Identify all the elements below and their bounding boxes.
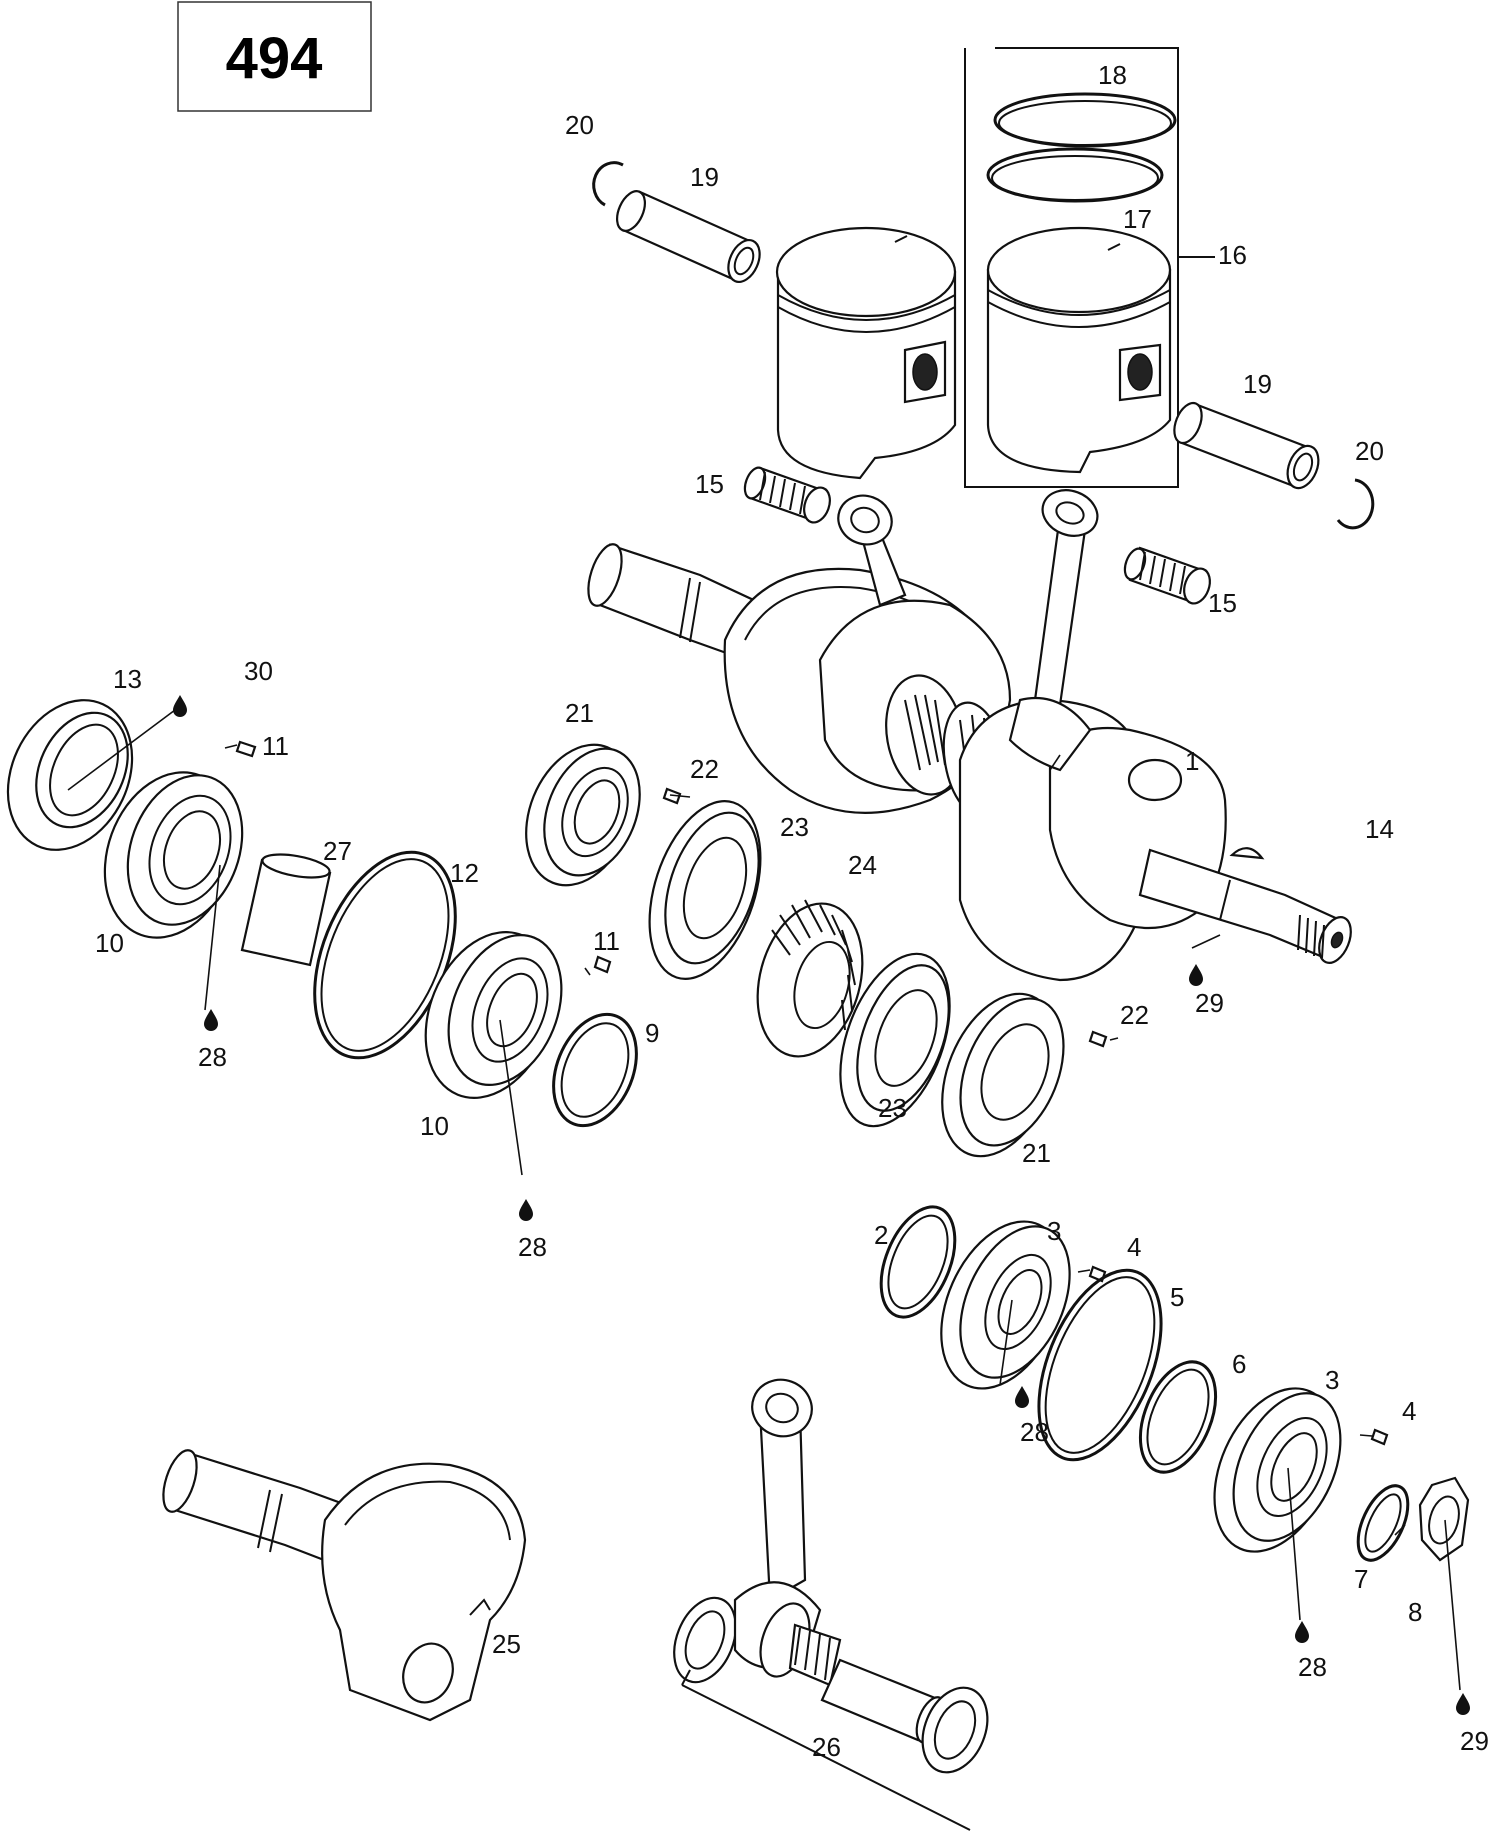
connecting-rod-right xyxy=(1008,489,1099,772)
callout-28: 28 xyxy=(1020,1417,1049,1447)
callout-4: 4 xyxy=(1127,1232,1141,1262)
callout-6: 6 xyxy=(1232,1349,1246,1379)
ball-bearing-center xyxy=(424,931,563,1099)
callout-12: 12 xyxy=(450,858,479,888)
callout-23: 23 xyxy=(780,812,809,842)
o-ring-5 xyxy=(1037,1268,1163,1462)
nut-8 xyxy=(1418,1476,1470,1562)
helical-gear xyxy=(756,899,864,1058)
piston-kit-bracket xyxy=(964,47,1215,488)
diagram-number: 494 xyxy=(226,26,323,91)
lock-washer-7 xyxy=(1356,1484,1410,1562)
callout-10: 10 xyxy=(420,1111,449,1141)
piston-pin-right xyxy=(1173,401,1320,490)
callout-11: 11 xyxy=(593,926,620,956)
dowel-pin-lower xyxy=(593,955,612,974)
callout-29: 29 xyxy=(1195,988,1224,1018)
callout-16: 16 xyxy=(1218,240,1247,270)
callout-22: 22 xyxy=(1120,1000,1149,1030)
ball-bearing-3-lower xyxy=(1213,1387,1342,1553)
callout-21: 21 xyxy=(1022,1138,1051,1168)
dowel-pin-upper xyxy=(235,740,257,758)
oil-seal-23-lower xyxy=(839,952,951,1128)
woodruff-key xyxy=(1229,847,1265,860)
crankshaft-assembly xyxy=(587,543,1352,982)
circlip-right xyxy=(1336,478,1375,530)
piston-pin-left xyxy=(616,190,761,283)
callout-15: 15 xyxy=(695,469,724,499)
needle-bearing-right xyxy=(1123,546,1211,605)
callout-17: 17 xyxy=(1123,204,1152,234)
callout-8: 8 xyxy=(1408,1597,1422,1627)
dowel-pin-4-lower xyxy=(1370,1428,1389,1446)
callout-26: 26 xyxy=(812,1732,841,1762)
piston-ring-second xyxy=(986,147,1164,203)
callout-24: 24 xyxy=(848,850,877,880)
callout-30: 30 xyxy=(244,656,273,686)
callout-19: 19 xyxy=(1243,369,1272,399)
callout-20: 20 xyxy=(1355,436,1384,466)
ball-bearing-21-upper xyxy=(525,743,641,887)
ball-bearing-left xyxy=(103,771,244,939)
callout-7: 7 xyxy=(1354,1564,1368,1594)
callout-3: 3 xyxy=(1047,1216,1061,1246)
piston-right xyxy=(986,226,1172,474)
circlip-left xyxy=(592,161,624,207)
needle-bearing-left xyxy=(743,466,831,524)
callout-20: 20 xyxy=(565,110,594,140)
callout-2: 2 xyxy=(874,1220,888,1250)
callout-23: 23 xyxy=(878,1093,907,1123)
callout-19: 19 xyxy=(690,162,719,192)
callout-14: 14 xyxy=(1365,814,1394,844)
callout-3: 3 xyxy=(1325,1365,1339,1395)
crankshaft-half xyxy=(162,1449,527,1722)
oil-seal-23-upper xyxy=(648,800,762,980)
callout-27: 27 xyxy=(323,836,352,866)
shim-6 xyxy=(1138,1360,1218,1474)
callout-13: 13 xyxy=(113,664,142,694)
piston-left xyxy=(775,226,957,480)
connecting-rod-kit xyxy=(673,1378,989,1831)
connecting-rod-left xyxy=(837,494,907,607)
callout-29: 29 xyxy=(1460,1726,1489,1756)
callout-28: 28 xyxy=(518,1232,547,1262)
callout-10: 10 xyxy=(95,928,124,958)
callout-25: 25 xyxy=(492,1629,521,1659)
callout-15: 15 xyxy=(1208,588,1237,618)
ball-bearing-21-lower xyxy=(941,992,1065,1158)
leader-lines xyxy=(67,709,1461,1691)
diagram-number-box: 494 xyxy=(177,1,372,112)
callout-11: 11 xyxy=(262,731,289,761)
callout-5: 5 xyxy=(1170,1282,1184,1312)
callout-28: 28 xyxy=(198,1042,227,1072)
callout-labels: 18 20 19 17 16 19 20 15 15 13 30 11 21 2… xyxy=(95,60,1489,1762)
shim-9 xyxy=(552,1012,638,1128)
ball-bearing-3-upper xyxy=(940,1220,1071,1390)
piston-ring-top xyxy=(993,92,1177,148)
callout-4: 4 xyxy=(1402,1396,1416,1426)
callout-9: 9 xyxy=(645,1018,659,1048)
sleeve xyxy=(240,853,332,967)
callout-22: 22 xyxy=(690,754,719,784)
dowel-pin-22-lower xyxy=(1088,1030,1108,1048)
oil-seal-left xyxy=(6,699,134,851)
callout-1: 1 xyxy=(1185,746,1199,776)
callout-28: 28 xyxy=(1298,1652,1327,1682)
callout-21: 21 xyxy=(565,698,594,728)
callout-18: 18 xyxy=(1098,60,1127,90)
shim-2 xyxy=(879,1205,957,1319)
